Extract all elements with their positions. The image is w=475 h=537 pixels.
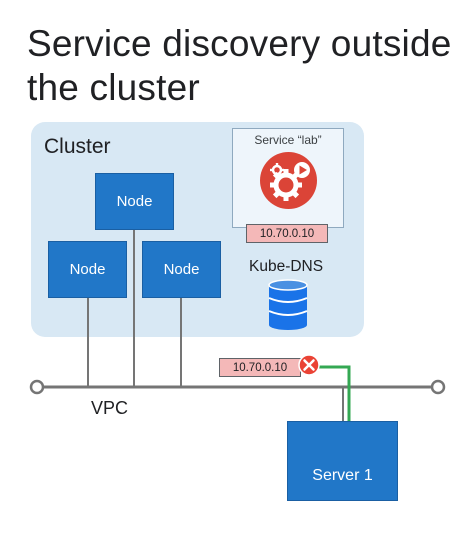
page-title: Service discovery outside the cluster <box>27 22 467 110</box>
node-left: Node <box>48 241 127 298</box>
server-box: Server 1 <box>287 421 398 501</box>
service-label: Service “lab” <box>254 133 322 147</box>
x-circle-icon <box>298 354 320 376</box>
node-right: Node <box>142 241 221 298</box>
gear-play-icon <box>260 152 317 209</box>
database-icon <box>267 279 309 331</box>
blocked-route <box>315 365 351 421</box>
vpc-endpoint-left <box>29 379 45 395</box>
node-label: Node <box>69 261 106 278</box>
vpc-endpoint-right <box>430 379 446 395</box>
node-top: Node <box>95 173 174 230</box>
title-line-1: Service discovery outside <box>27 23 452 64</box>
cluster-label: Cluster <box>44 135 111 158</box>
vpc-label: VPC <box>91 398 129 418</box>
title-line-2: the cluster <box>27 67 200 108</box>
node-label: Node <box>163 261 200 278</box>
blocked-ip-tag: 10.70.0.10 <box>219 358 301 377</box>
node-label: Node <box>116 193 153 210</box>
server-label: Server 1 <box>312 467 373 484</box>
service-ip-tag: 10.70.0.10 <box>246 224 328 243</box>
kube-dns-label: Kube-DNS <box>249 258 324 275</box>
